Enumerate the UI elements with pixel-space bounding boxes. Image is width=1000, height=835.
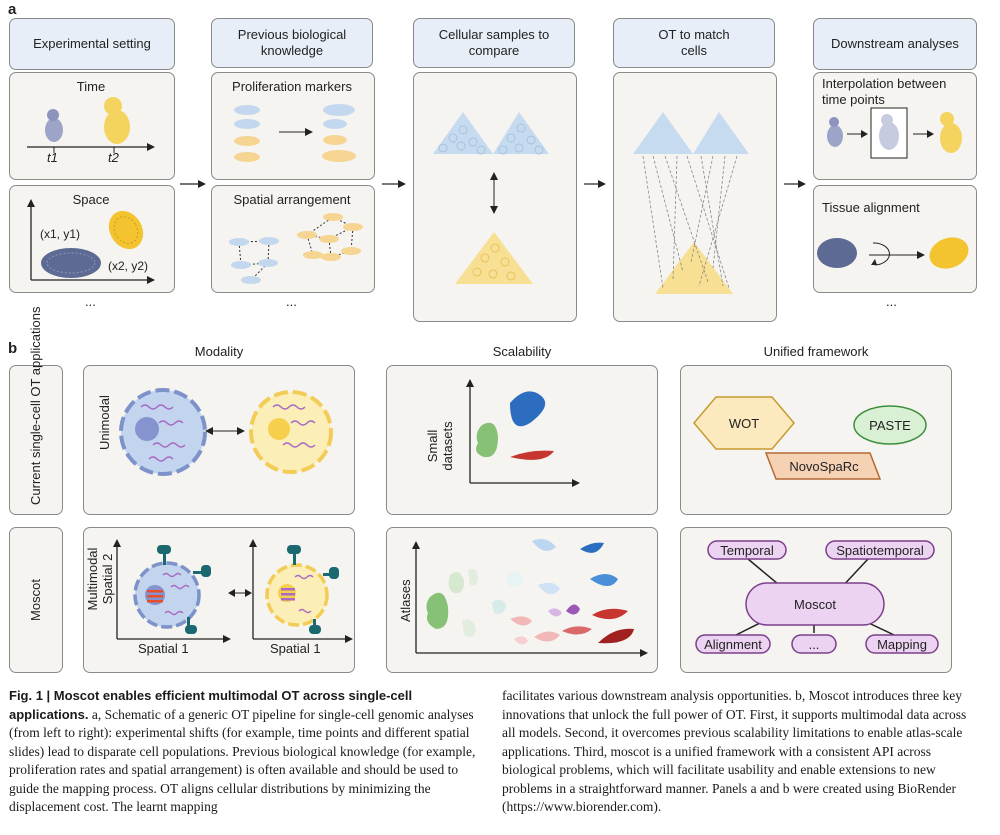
ellipsis-node: ...	[808, 636, 820, 652]
panel-b-letter: b	[8, 340, 18, 357]
row-title-moscot: Moscot	[28, 579, 43, 621]
col-title-unified: Unified framework	[763, 344, 869, 359]
header-experimental-setting: Experimental setting	[9, 18, 175, 70]
header-previous-knowledge: Previous biological knowledge	[211, 18, 373, 68]
novosparc-node: NovoSpaRc	[789, 458, 859, 474]
ot-diagram	[633, 112, 749, 294]
space-diagram	[27, 199, 155, 284]
ellipsis-exp: ...	[85, 294, 96, 309]
wot-node: WOT	[728, 415, 760, 431]
col-title-scalability: Scalability	[492, 344, 552, 359]
coord2-label: (x2, y2)	[108, 259, 149, 273]
spatial-arr-label: Spatial arrangement	[233, 192, 351, 207]
ellipsis-knowledge: ...	[286, 294, 297, 309]
alignment-node: Alignment	[704, 636, 762, 652]
caption-left-text: a, Schematic of a generic OT pipeline fo…	[9, 706, 476, 815]
atlases-diagram	[412, 539, 648, 657]
temporal-node: Temporal	[720, 542, 774, 558]
unimodal-diagram	[119, 388, 333, 476]
spatial1-label-b: Spatial 1	[270, 641, 321, 656]
space-box	[9, 185, 175, 293]
panel-a-arrows	[180, 180, 806, 188]
time-label: Time	[76, 79, 106, 94]
spatial-arr-diagram	[229, 213, 363, 284]
header-ot-match: OT to match cells	[613, 18, 775, 68]
small-datasets-diagram	[466, 379, 580, 487]
paste-node: PASTE	[869, 417, 911, 433]
samples-diagram	[433, 112, 549, 284]
tissue-diagram	[817, 237, 969, 269]
header-cellular-samples: Cellular samples to compare	[413, 18, 575, 68]
ellipsis-downstream: ...	[886, 294, 897, 309]
moscot-graph	[695, 540, 939, 654]
caption-left: Fig. 1 | Moscot enables efficient multim…	[9, 687, 487, 817]
spatial1-label-a: Spatial 1	[138, 641, 189, 656]
tissue-label: Tissue alignment	[822, 200, 920, 215]
prolif-label: Proliferation markers	[232, 79, 352, 94]
mapping-node: Mapping	[877, 636, 927, 652]
col-title-modality: Modality	[194, 344, 244, 359]
header-downstream: Downstream analyses	[813, 18, 977, 70]
panel-a-letter: a	[8, 1, 17, 18]
spatiotemporal-node: Spatiotemporal	[836, 542, 924, 558]
time-box	[9, 72, 175, 180]
scalability-current-box	[386, 365, 658, 515]
coord1-label: (x1, y1)	[40, 227, 81, 241]
multimodal-diagram	[113, 539, 353, 643]
space-label: Space	[72, 192, 110, 207]
prolif-diagram	[234, 104, 356, 162]
t1-label: t1	[47, 150, 58, 165]
unified-current-shapes	[693, 396, 927, 480]
time-diagram	[27, 97, 155, 153]
caption-fig-label: Fig. 1 | Moscot enables efficient multim…	[9, 688, 413, 722]
row-header-current: Current single-cell OT applications	[9, 306, 63, 515]
row-title-current: Current single-cell OT applications	[28, 306, 43, 505]
t2-label: t2	[108, 150, 119, 165]
caption-right: facilitates various downstream analysis …	[502, 688, 967, 814]
moscot-node: Moscot	[794, 596, 836, 612]
interp-label: Interpolation between time points	[822, 76, 947, 107]
row-header-moscot: Moscot	[9, 527, 63, 673]
interp-diagram	[827, 107, 962, 159]
